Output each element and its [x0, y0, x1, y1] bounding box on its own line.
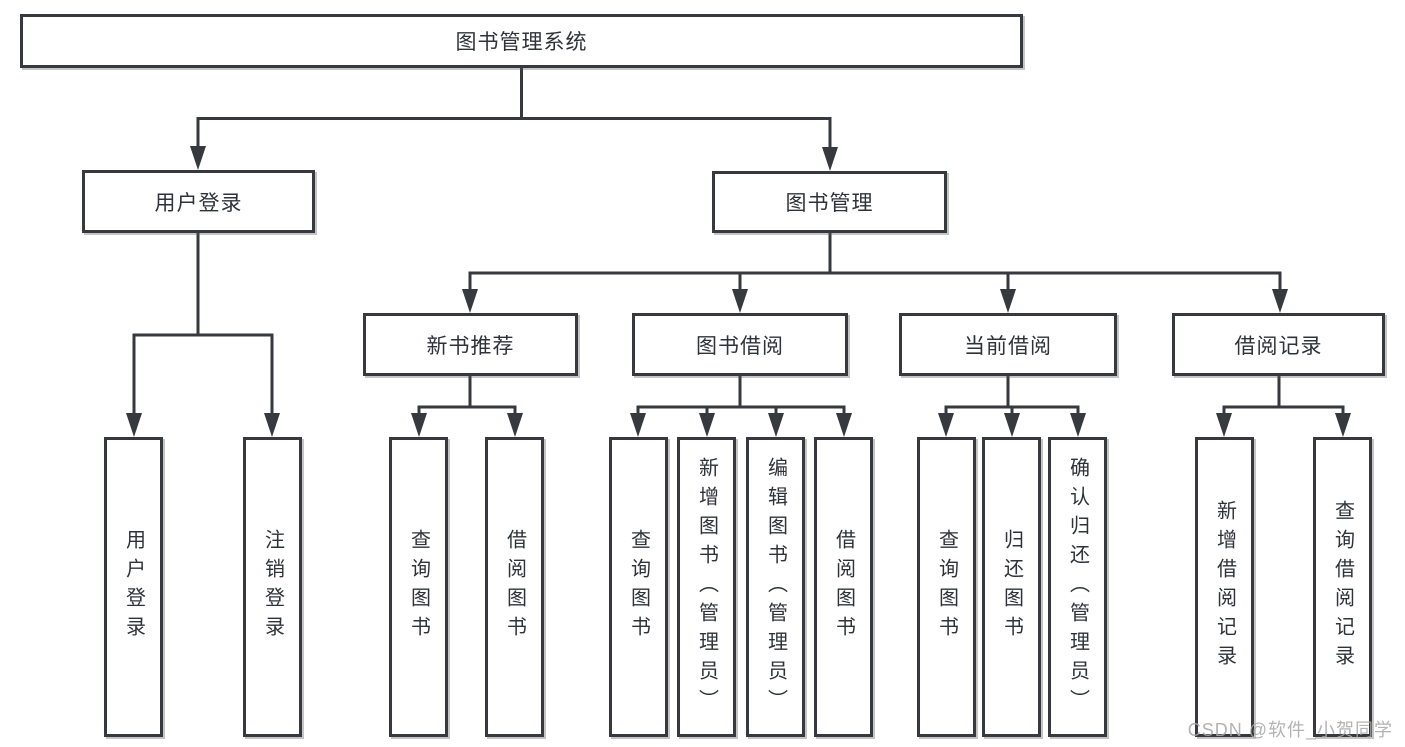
- leaf-return-book: 归还图书: [982, 437, 1041, 737]
- arrowhead-down-icon: [768, 413, 784, 437]
- leaf-borrow-book: 借阅图书: [814, 437, 873, 737]
- arrowhead-down-icon: [264, 413, 280, 437]
- arrowhead-down-icon: [190, 146, 206, 170]
- arrowhead-down-icon: [126, 413, 142, 437]
- arrowhead-down-icon: [630, 413, 646, 437]
- connector-root-to-level2: [196, 68, 832, 148]
- node-root-system: 图书管理系统: [20, 14, 1023, 68]
- node-borrow-records: 借阅记录: [1172, 313, 1385, 376]
- connector-user-login-to-leaves: [132, 233, 274, 415]
- arrowhead-down-icon: [1070, 413, 1086, 437]
- leaf-borrow-book-recommend: 借阅图书: [485, 437, 544, 737]
- connector-book-management-to-level3: [468, 233, 1282, 291]
- arrowhead-down-icon: [938, 413, 954, 437]
- arrowhead-down-icon: [699, 413, 715, 437]
- arrowhead-down-icon: [1004, 413, 1020, 437]
- leaf-add-book-admin: 新增图书（管理员）: [677, 437, 736, 737]
- node-user-login: 用户登录: [82, 170, 315, 233]
- node-current-borrow: 当前借阅: [899, 313, 1117, 376]
- arrowhead-down-icon: [507, 413, 523, 437]
- arrowhead-down-icon: [1272, 289, 1288, 313]
- leaf-search-book-current: 查询图书: [917, 437, 976, 737]
- leaf-search-borrow-record: 查询借阅记录: [1313, 437, 1372, 737]
- arrowhead-down-icon: [822, 147, 838, 171]
- arrowhead-down-icon: [1335, 413, 1351, 437]
- arrowhead-down-icon: [1000, 289, 1016, 313]
- leaf-user-login: 用户登录: [104, 437, 163, 737]
- arrowhead-down-icon: [411, 413, 427, 437]
- leaf-search-book-recommend: 查询图书: [389, 437, 448, 737]
- leaf-logout: 注销登录: [243, 437, 302, 737]
- arrowhead-down-icon: [1216, 413, 1232, 437]
- leaf-search-book-borrow: 查询图书: [609, 437, 668, 737]
- csdn-watermark: CSDN @软件_小贺同学: [1187, 720, 1393, 740]
- node-book-management: 图书管理: [712, 171, 947, 233]
- connector-new-book-to-leaves: [417, 375, 517, 415]
- leaf-edit-book-admin: 编辑图书（管理员）: [746, 437, 805, 737]
- connector-book-borrow-to-leaves: [636, 375, 846, 415]
- node-new-book-recommend: 新书推荐: [363, 313, 578, 376]
- leaf-confirm-return-admin: 确认归还（管理员）: [1048, 437, 1107, 737]
- leaf-add-borrow-record: 新增借阅记录: [1195, 437, 1254, 737]
- connector-borrow-records-to-leaves: [1222, 375, 1345, 415]
- arrowhead-down-icon: [836, 413, 852, 437]
- connector-current-borrow-to-leaves: [944, 375, 1080, 415]
- arrowhead-down-icon: [732, 289, 748, 313]
- arrowhead-down-icon: [462, 289, 478, 313]
- node-book-borrow: 图书借阅: [632, 313, 848, 376]
